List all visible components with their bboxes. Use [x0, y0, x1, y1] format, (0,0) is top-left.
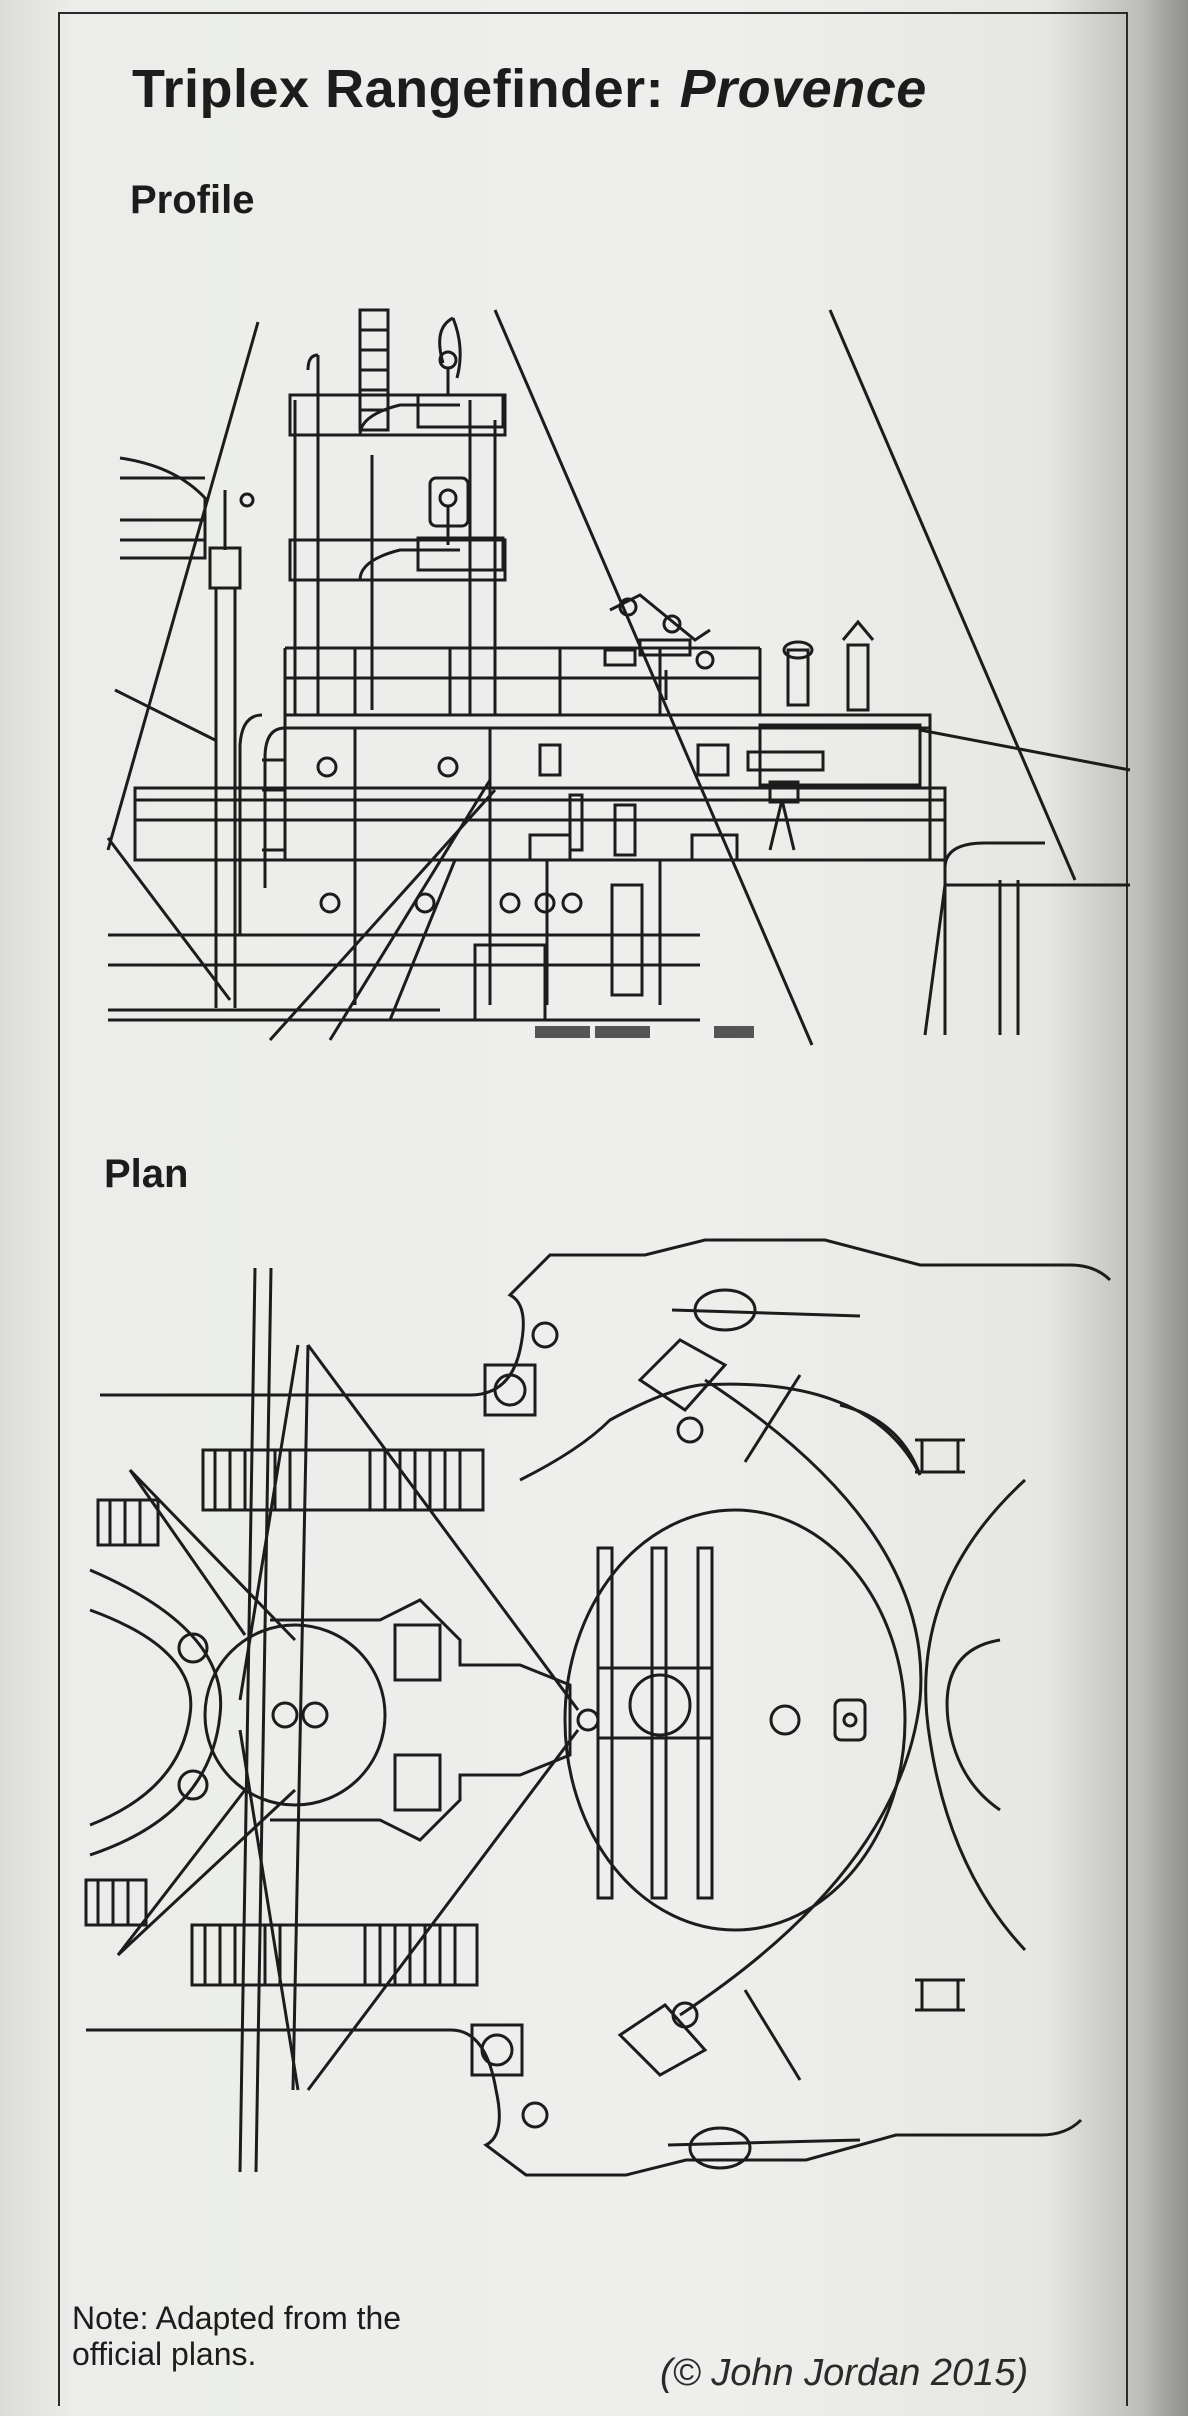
plan-rigging-line [306, 1344, 580, 1711]
plan-stairs-top [96, 1448, 485, 1547]
profile-deckhouse [283, 713, 932, 862]
title-main: Triplex Rangefinder: [132, 59, 665, 119]
plan-bollard [915, 1978, 965, 2012]
plan-mast-line [238, 1267, 257, 2173]
plan-searchlight-bottom [470, 2023, 524, 2077]
plan-right-barbette [924, 1478, 1027, 1952]
profile-deck-plate [535, 1026, 590, 1038]
profile-curved-ladder [238, 713, 263, 935]
profile-tower-platform-mid [288, 538, 507, 582]
plan-gun-mount-top [637, 1338, 728, 1412]
plan-bollard [915, 1438, 965, 1474]
plan-aa-gun-bottom [688, 2126, 752, 2170]
plan-rangefinder-center [628, 1673, 692, 1737]
profile-left-platform [119, 456, 207, 560]
profile-heading: Profile [130, 178, 255, 222]
plan-hull-outline-bottom [86, 2028, 1083, 2177]
profile-searchlight-post [208, 546, 242, 590]
plan-barbette-arc [679, 1378, 923, 2017]
profile-aft-structure [758, 723, 922, 787]
plan-hull-outline-top [100, 1238, 1112, 1397]
profile-light-tower [538, 743, 562, 777]
plan-gun-mount-bottom [617, 2003, 708, 2077]
plan-boom [128, 1469, 247, 1636]
plan-director-tower [270, 1598, 572, 1842]
plan-heading: Plan [104, 1152, 189, 1196]
profile-mast-post [786, 648, 810, 707]
plan-left-barbette [89, 1568, 223, 1857]
profile-rigging-line [106, 321, 260, 851]
plan-mast-base [203, 1623, 387, 1807]
copyright-text: (© John Jordan 2015) [660, 2352, 1029, 2394]
page-frame [58, 12, 1128, 2406]
page-title: Triplex Rangefinder: Provence [132, 58, 927, 120]
profile-tower-platform-top [288, 393, 507, 437]
profile-door [473, 943, 547, 1022]
profile-porthole [316, 756, 338, 778]
plan-turret [563, 1508, 907, 1932]
title-ship-name: Provence [679, 59, 927, 119]
plan-stairs-bottom [84, 1878, 479, 1987]
plan-searchlight-top [483, 1363, 537, 1417]
note-text: Note: Adapted from the official plans. [72, 2300, 402, 2372]
